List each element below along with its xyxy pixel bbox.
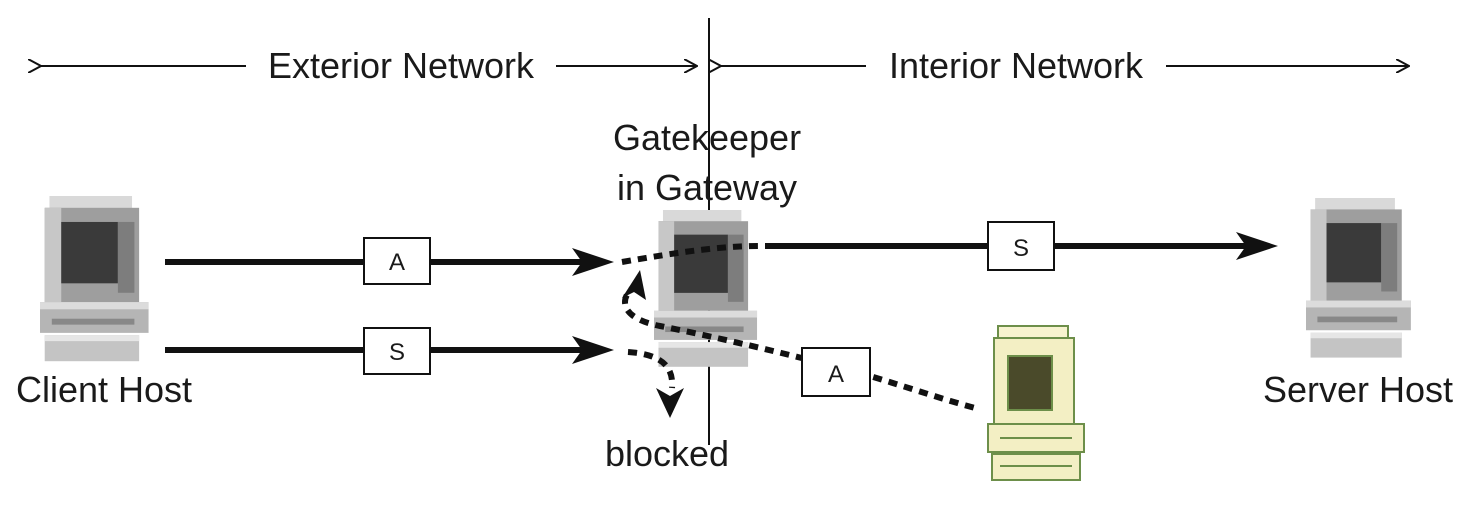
gatekeeper-label-line2: in Gateway bbox=[617, 167, 797, 208]
forward-dashed-path bbox=[621, 243, 761, 265]
server-computer-icon bbox=[1306, 198, 1411, 358]
gatekeeper-label-line1: Gatekeeper bbox=[613, 117, 801, 158]
client-computer-icon bbox=[40, 196, 149, 362]
diverted-a-box bbox=[801, 347, 871, 397]
diverted-a-flow: A bbox=[622, 270, 976, 411]
forwarded-s-box bbox=[987, 221, 1055, 271]
client-a-arrowhead bbox=[572, 248, 614, 276]
exterior-network-label: Exterior Network bbox=[268, 45, 535, 86]
diverted-a-label: A bbox=[828, 361, 844, 388]
diverted-upward-arrowhead bbox=[622, 270, 646, 300]
blocked-dashed-path bbox=[627, 349, 676, 389]
client-s-flow: S bbox=[165, 327, 614, 375]
packet-s-box bbox=[363, 327, 431, 375]
internal-host-computer-icon bbox=[987, 325, 1085, 481]
server-host-label: Server Host bbox=[1263, 369, 1453, 410]
forwarded-s-label: S bbox=[1013, 235, 1029, 262]
client-host-label: Client Host bbox=[16, 369, 192, 410]
packet-a-box bbox=[363, 237, 431, 285]
exterior-network-span: Exterior Network bbox=[40, 45, 696, 86]
packet-a-label: A bbox=[389, 249, 405, 276]
forward-s-arrowhead bbox=[1236, 232, 1278, 260]
client-s-arrowhead bbox=[572, 336, 614, 364]
diverted-dashed-path bbox=[622, 281, 976, 411]
blocked-label: blocked bbox=[605, 433, 729, 474]
forwarded-s-flow: S bbox=[621, 221, 1278, 271]
packet-s-label: S bbox=[389, 339, 405, 366]
interior-network-span: Interior Network bbox=[720, 45, 1408, 86]
blocked-arrowhead bbox=[656, 388, 684, 418]
interior-network-label: Interior Network bbox=[889, 45, 1144, 86]
blocked-flow bbox=[627, 349, 684, 418]
client-a-flow: A bbox=[165, 237, 614, 285]
